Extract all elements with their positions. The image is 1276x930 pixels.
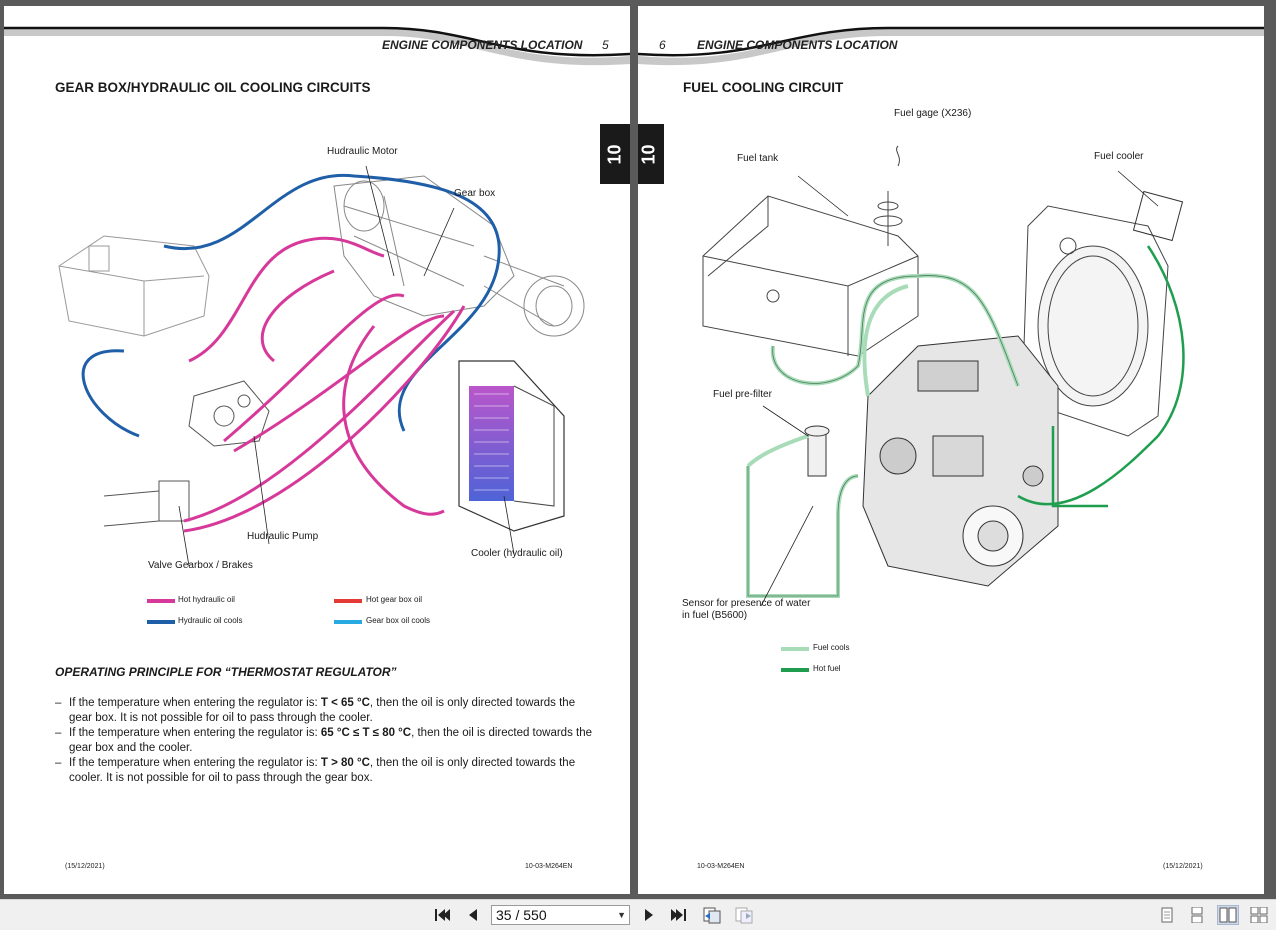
- chapter-tab: 10: [638, 124, 664, 184]
- continuous-view-icon[interactable]: [1186, 905, 1208, 925]
- section-title: GEAR BOX/HYDRAULIC OIL COOLING CIRCUITS: [55, 80, 371, 95]
- footer-code: 10-03-M264EN: [697, 863, 745, 870]
- footer-code: 10-03-M264EN: [525, 863, 573, 870]
- label-hydraulic-pump: Hudraulic Pump: [247, 531, 319, 542]
- legend-fuel-cools: Fuel cools: [813, 643, 850, 652]
- label-hydraulic-motor: Hudraulic Motor: [327, 146, 398, 157]
- label-cooler: Cooler (hydraulic oil): [471, 548, 563, 559]
- label-fuel-gage: Fuel gage (X236): [894, 108, 972, 119]
- next-view-icon[interactable]: [734, 906, 754, 924]
- legend-gearbox-cools: Gear box oil cools: [366, 616, 431, 625]
- page-number: 6: [659, 38, 666, 52]
- right-page: 6 ENGINE COMPONENTS LOCATION FUEL COOLIN…: [638, 6, 1264, 894]
- bullet-item: –If the temperature when entering the re…: [55, 697, 576, 724]
- facing-view-icon[interactable]: [1217, 905, 1239, 925]
- hydraulic-diagram: [58, 165, 585, 567]
- label-gear-box: Gear box: [454, 188, 496, 199]
- header-title: ENGINE COMPONENTS LOCATION: [382, 38, 583, 52]
- legend-hot-fuel: Hot fuel: [813, 664, 841, 673]
- label-fuel-tank: Fuel tank: [737, 153, 779, 164]
- first-page-icon[interactable]: [432, 906, 452, 924]
- last-page-icon[interactable]: [669, 906, 689, 924]
- legend-swatch-gearbox-cools: [334, 620, 362, 624]
- next-page-icon[interactable]: [639, 906, 659, 924]
- legend-swatch-hydraulic-cools: [147, 620, 175, 624]
- section-title: FUEL COOLING CIRCUIT: [683, 80, 844, 95]
- single-page-view-icon[interactable]: [1156, 905, 1178, 925]
- operating-principle-title: OPERATING PRINCIPLE FOR “THERMOSTAT REGU…: [55, 665, 397, 679]
- bullet-item: –If the temperature when entering the re…: [55, 757, 576, 784]
- legend-hot-gearbox: Hot gear box oil: [366, 595, 423, 604]
- header-swoosh: [4, 26, 630, 66]
- previous-page-icon[interactable]: [463, 906, 483, 924]
- legend-hydraulic-cools: Hydraulic oil cools: [178, 616, 243, 625]
- legend-swatch-hot-fuel: [781, 668, 809, 672]
- label-fuel-cooler: Fuel cooler: [1094, 151, 1144, 162]
- continuous-facing-view-icon[interactable]: [1248, 905, 1270, 925]
- label-sensor-line1: Sensor for presence of water: [682, 598, 811, 609]
- viewer-toolbar: 35 / 550 ▼: [0, 899, 1276, 930]
- legend-swatch-hot-gearbox: [334, 599, 362, 603]
- bullet-item: –If the temperature when entering the re…: [55, 727, 592, 754]
- chapter-tab: 10: [600, 124, 630, 184]
- header-title: ENGINE COMPONENTS LOCATION: [697, 38, 898, 52]
- previous-view-icon[interactable]: [702, 906, 722, 924]
- legend-swatch-hot-hydraulic: [147, 599, 175, 603]
- operating-bullets: –If the temperature when entering the re…: [55, 696, 600, 786]
- page-number: 5: [602, 38, 609, 52]
- label-fuel-prefilter: Fuel pre-filter: [713, 389, 772, 400]
- footer-date: (15/12/2021): [1163, 863, 1203, 870]
- header-swoosh: [638, 26, 1264, 66]
- legend-swatch-fuel-cools: [781, 647, 809, 651]
- footer-date: (15/12/2021): [65, 863, 105, 870]
- legend-hot-hydraulic: Hot hydraulic oil: [178, 595, 235, 604]
- label-valve: Valve Gearbox / Brakes: [148, 560, 253, 571]
- fuel-diagram: [702, 145, 1185, 606]
- chevron-down-icon[interactable]: ▼: [617, 910, 626, 920]
- left-page: ENGINE COMPONENTS LOCATION 5 GEAR BOX/HY…: [4, 6, 630, 894]
- page-number-field[interactable]: 35 / 550 ▼: [491, 905, 630, 925]
- label-sensor-line2: in fuel (B5600): [682, 610, 748, 621]
